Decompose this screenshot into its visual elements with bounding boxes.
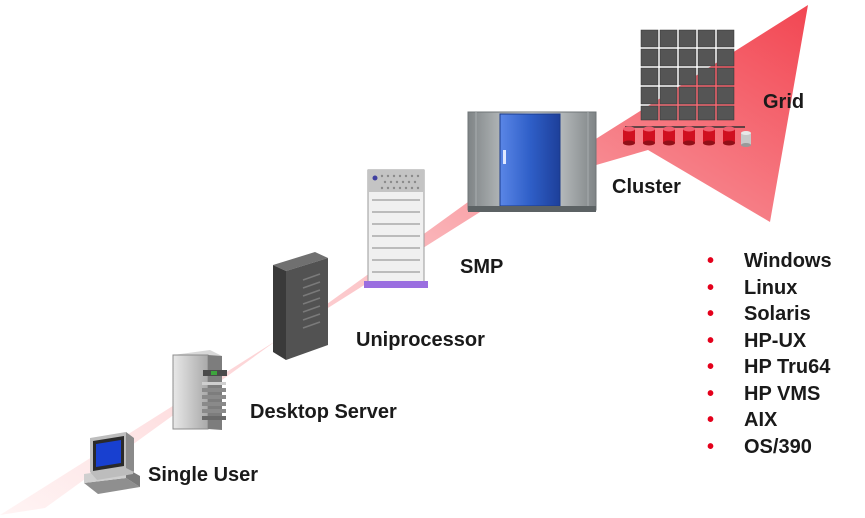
os-name: Solaris — [744, 303, 811, 325]
bullet-icon: • — [707, 435, 715, 458]
os-name: AIX — [744, 409, 778, 431]
bullet-icon: • — [707, 250, 715, 272]
os-list: • Windows • Linux • Solaris • HP-UX • HP Tru64 • HP… — [706, 248, 832, 460]
label-grid: Grid — [763, 91, 805, 113]
label-single-user: Single User — [148, 464, 259, 486]
bullet-icon: • — [707, 409, 715, 431]
label-smp: SMP — [460, 256, 504, 278]
os-name: Windows — [744, 250, 832, 272]
os-name: Linux — [744, 276, 798, 299]
cluster-server-icon — [467, 111, 597, 212]
os-list-item: • Solaris — [706, 301, 832, 328]
bullet-icon: • — [707, 303, 715, 325]
os-name: HP Tru64 — [744, 356, 831, 378]
os-list-item: • Windows — [706, 248, 832, 275]
os-list-item: • OS/390 — [706, 434, 832, 461]
os-list-item: • AIX — [706, 407, 832, 434]
label-desktop-server: Desktop Server — [250, 401, 397, 423]
bullet-icon: • — [707, 329, 715, 352]
os-name: OS/390 — [744, 435, 812, 458]
rack-server-icon — [273, 252, 328, 360]
smp-server-icon — [364, 169, 428, 288]
bullet-icon: • — [707, 356, 715, 378]
desktop-pc-icon — [84, 432, 140, 494]
tower-server-icon — [172, 350, 227, 430]
os-list-item: • HP VMS — [706, 381, 832, 408]
os-name: HP VMS — [744, 382, 821, 405]
bullet-icon: • — [707, 382, 715, 405]
os-list-item: • HP Tru64 — [706, 354, 832, 381]
os-list-item: • HP-UX — [706, 328, 832, 355]
os-name: HP-UX — [744, 329, 807, 352]
grid-disk-array-icon — [623, 29, 751, 147]
os-list-item: • Linux — [706, 275, 832, 302]
label-uniprocessor: Uniprocessor — [356, 329, 485, 351]
label-cluster: Cluster — [612, 176, 681, 198]
bullet-icon: • — [707, 276, 715, 299]
